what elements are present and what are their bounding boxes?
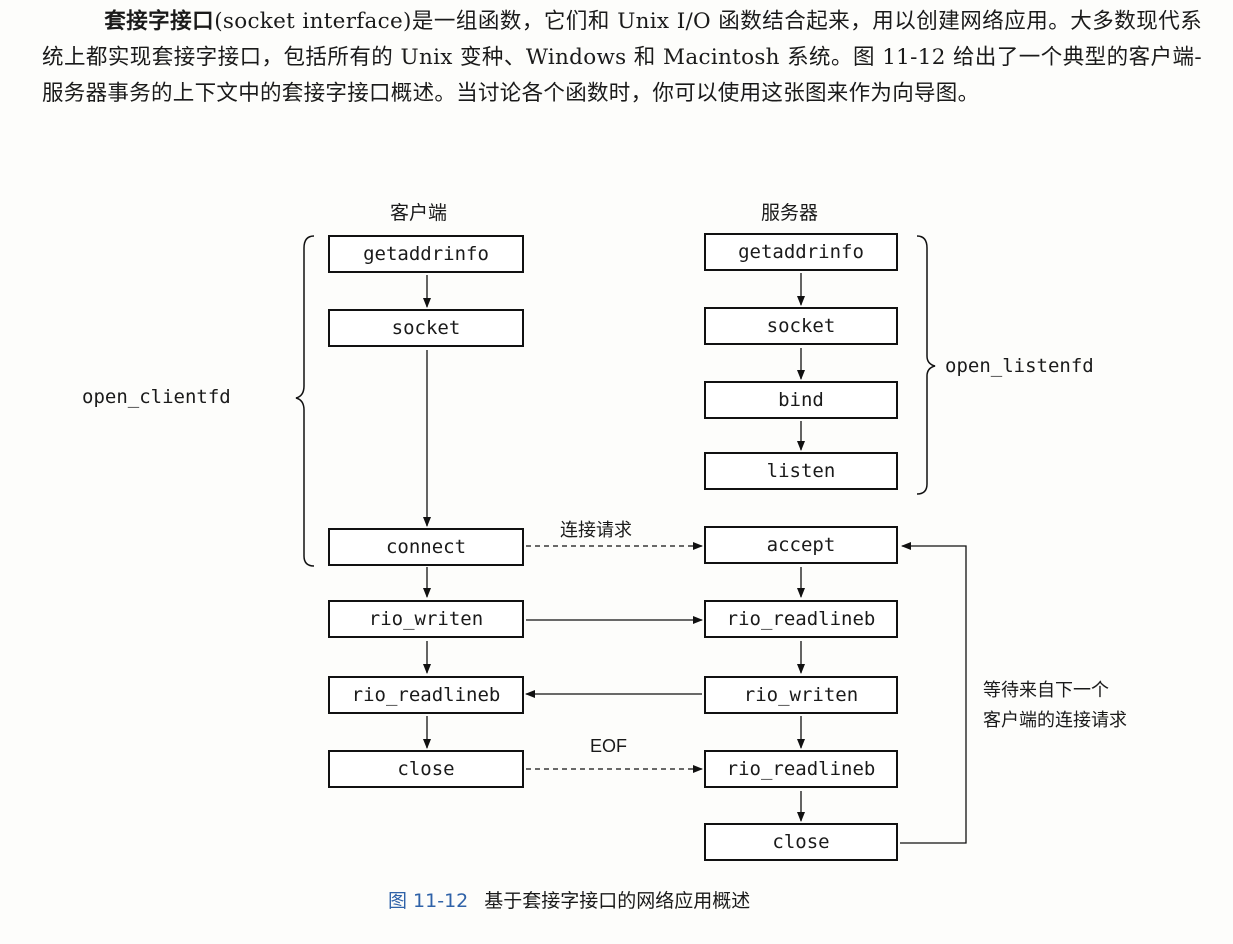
server-getaddrinfo-box: getaddrinfo [704, 233, 898, 271]
open-clientfd-label: open_clientfd [82, 386, 231, 408]
arrow-loop-back-to-accept [900, 542, 967, 844]
eof-label: EOF [590, 736, 628, 756]
client-connect-box: connect [328, 528, 524, 566]
client-brace [295, 235, 315, 567]
intro-text: (socket interface)是一组函数，它们和 Unix I/O 函数结… [42, 9, 1202, 106]
client-socket-box: socket [328, 309, 524, 347]
socket-interface-term: 套接字接口 [104, 9, 215, 34]
server-socket-box: socket [704, 307, 898, 345]
server-rio-readlineb-box: rio_readlineb [704, 600, 898, 638]
server-accept-box: accept [704, 526, 898, 564]
figure-caption: 图 11-12 基于套接字接口的网络应用概述 [388, 886, 750, 913]
figure-caption-text: 基于套接字接口的网络应用概述 [484, 890, 751, 912]
server-rio-writen-box: rio_writen [704, 676, 898, 714]
client-title: 客户端 [390, 202, 448, 224]
server-brace [916, 235, 936, 495]
client-rio-readlineb-box: rio_readlineb [328, 676, 524, 714]
server-rio-readlineb-2-box: rio_readlineb [704, 750, 898, 788]
server-close-box: close [704, 823, 898, 861]
client-getaddrinfo-box: getaddrinfo [328, 235, 524, 273]
figure-number: 图 11-12 [388, 890, 469, 912]
client-rio-writen-box: rio_writen [328, 600, 524, 638]
connection-request-label: 连接请求 [560, 520, 632, 541]
intro-paragraph: 套接字接口(socket interface)是一组函数，它们和 Unix I/… [42, 4, 1202, 112]
open-listenfd-label: open_listenfd [945, 355, 1094, 377]
server-listen-box: listen [704, 452, 898, 490]
server-bind-box: bind [704, 381, 898, 419]
wait-note-line-2: 客户端的连接请求 [983, 710, 1127, 731]
wait-note-line-1: 等待来自下一个 [983, 680, 1109, 701]
server-title: 服务器 [761, 202, 819, 224]
client-close-box: close [328, 750, 524, 788]
